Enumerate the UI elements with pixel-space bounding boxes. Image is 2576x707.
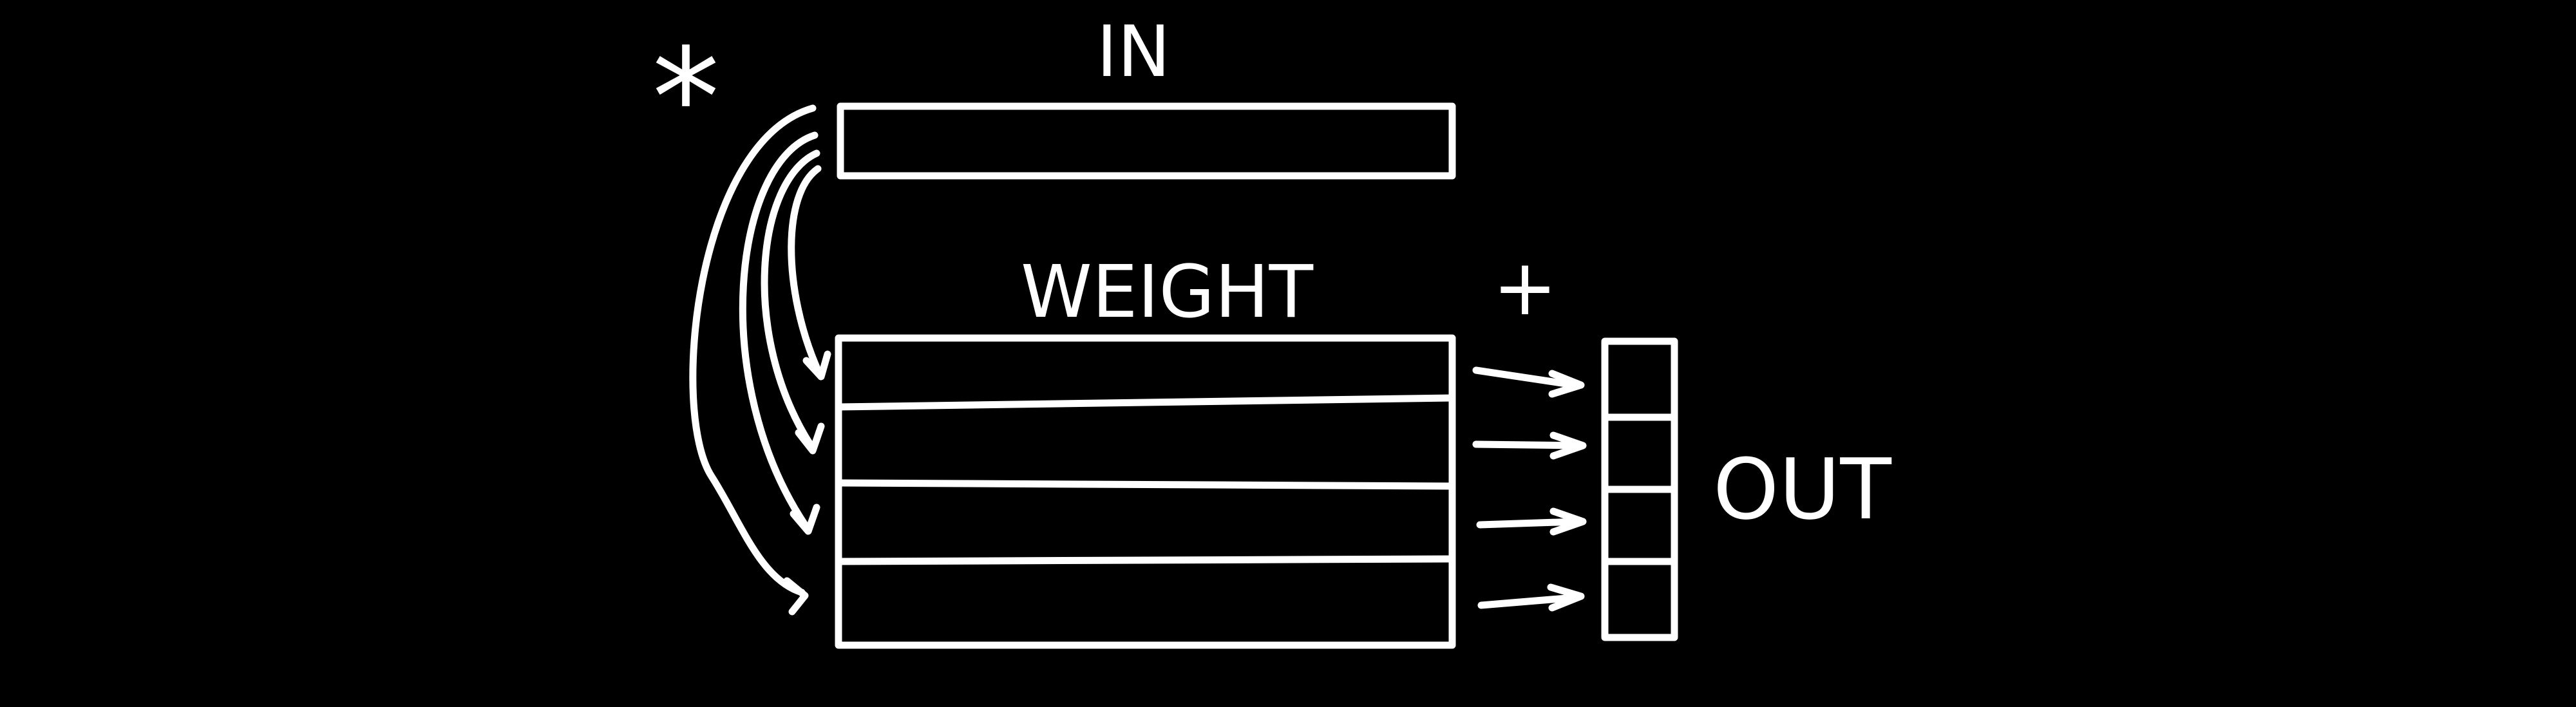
arrow-head [783, 577, 809, 616]
weight-row-divider [835, 555, 1456, 565]
arrow-head [1547, 583, 1585, 612]
weight-label: WEIGHT [1021, 250, 1314, 334]
plus-label: + [1493, 243, 1558, 333]
output-label: OUT [1713, 440, 1891, 538]
broadcast-arrows [689, 104, 831, 616]
broadcast-arrow [761, 149, 820, 448]
arrow-head [1548, 370, 1585, 398]
arrow-head [1549, 507, 1587, 536]
weight-row-divider [835, 394, 1456, 411]
sum-arrow [1472, 440, 1582, 449]
sum-arrow [1477, 594, 1578, 609]
arrow-head [1549, 431, 1587, 460]
arrow-head [795, 422, 825, 455]
sum-arrow [1476, 518, 1582, 529]
sum-arrows [1472, 366, 1587, 612]
sum-arrow [1472, 366, 1578, 389]
broadcast-arrow [689, 104, 817, 596]
broadcast-arrow [739, 131, 819, 529]
arrow-head [790, 504, 820, 535]
broadcast-arrow [788, 165, 822, 374]
weight-matrix-frame [835, 334, 1456, 649]
input-label: IN [1097, 10, 1171, 93]
multiply-symbol: * [652, 19, 720, 177]
output-vector [1601, 337, 1678, 641]
input-vector [837, 102, 1456, 180]
weight-matrix [835, 334, 1456, 649]
arrow-head [802, 350, 831, 381]
weight-row-divider [835, 479, 1456, 490]
